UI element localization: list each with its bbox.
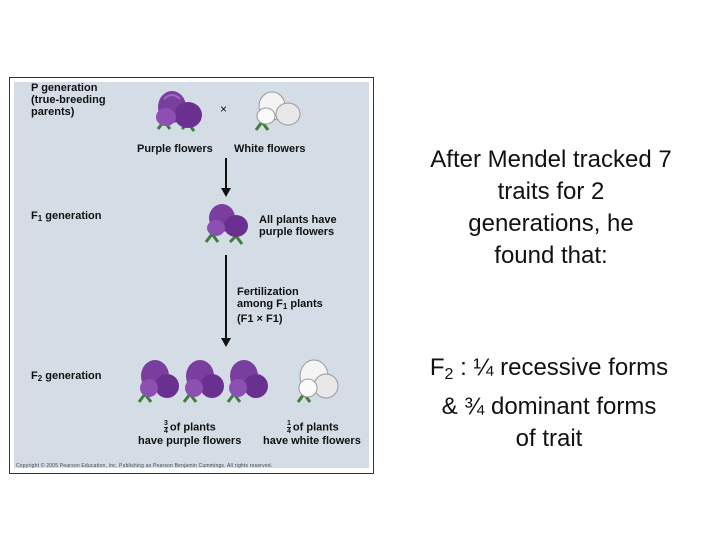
fertilization-line1: Fertilization <box>237 286 299 298</box>
f2-generation-label: F2 generation <box>31 370 102 383</box>
arrow-p-to-f1 <box>225 158 227 190</box>
f1-purple-flower-icon <box>204 204 248 245</box>
f2-ratio-line1: F2 : ¼ recessive forms <box>429 354 669 383</box>
arrow-f1-to-f2 <box>225 255 227 340</box>
f1-result-line1: All plants have <box>259 214 337 226</box>
one-quarter-line2: have white flowers <box>263 435 361 447</box>
mendel-cross-figure <box>9 77 374 474</box>
white-flower-icon <box>254 91 301 131</box>
f2-ratio-line3: of trait <box>515 425 583 452</box>
intro-line1: After Mendel tracked 7 <box>430 146 672 173</box>
f2-purple-flower-2-icon <box>182 360 224 403</box>
fertilization-line2: among F1 plants <box>237 298 323 311</box>
f2-purple-flower-3-icon <box>226 360 268 403</box>
figure-panel <box>14 82 369 468</box>
intro-line2: traits for 2 <box>497 178 605 205</box>
p-generation-label: P generation (true-breeding parents) <box>31 82 106 118</box>
intro-line3: generations, he <box>468 210 634 237</box>
copyright-text: Copyright © 2005 Pearson Education, Inc.… <box>16 463 273 469</box>
mendel-findings-intro: After Mendel tracked 7 traits for 2 gene… <box>382 144 720 272</box>
f2-white-flower-icon <box>296 359 339 403</box>
p-generation-line2: (true-breeding <box>31 94 106 106</box>
arrowhead-p-to-f1 <box>221 188 231 197</box>
f2-purple-flower-1-icon <box>137 360 179 403</box>
arrowhead-f1-to-f2 <box>221 338 231 347</box>
intro-line4: found that: <box>494 242 608 269</box>
p-generation-line1: P generation <box>31 82 98 94</box>
f1-result-line2: purple flowers <box>259 226 335 238</box>
f1-result-label: All plants have purple flowers <box>259 214 337 238</box>
fertilization-label: Fertilization among F1 plants (F1 × F1) <box>237 286 323 325</box>
cross-symbol: × <box>220 102 228 116</box>
purple-flowers-label: Purple flowers <box>137 143 213 155</box>
p-generation-line3: parents) <box>31 106 75 118</box>
white-flowers-label: White flowers <box>234 143 306 155</box>
f2-ratio-line2: & ¾ dominant forms <box>441 393 657 420</box>
purple-flower-icon <box>156 91 202 132</box>
f1-generation-label: F1 generation <box>31 210 102 223</box>
fertilization-line3: (F1 × F1) <box>237 313 283 325</box>
three-quarters-line2: have purple flowers <box>138 435 242 447</box>
f2-ratio-text: F2 : ¼ recessive forms & ¾ dominant form… <box>380 352 718 455</box>
